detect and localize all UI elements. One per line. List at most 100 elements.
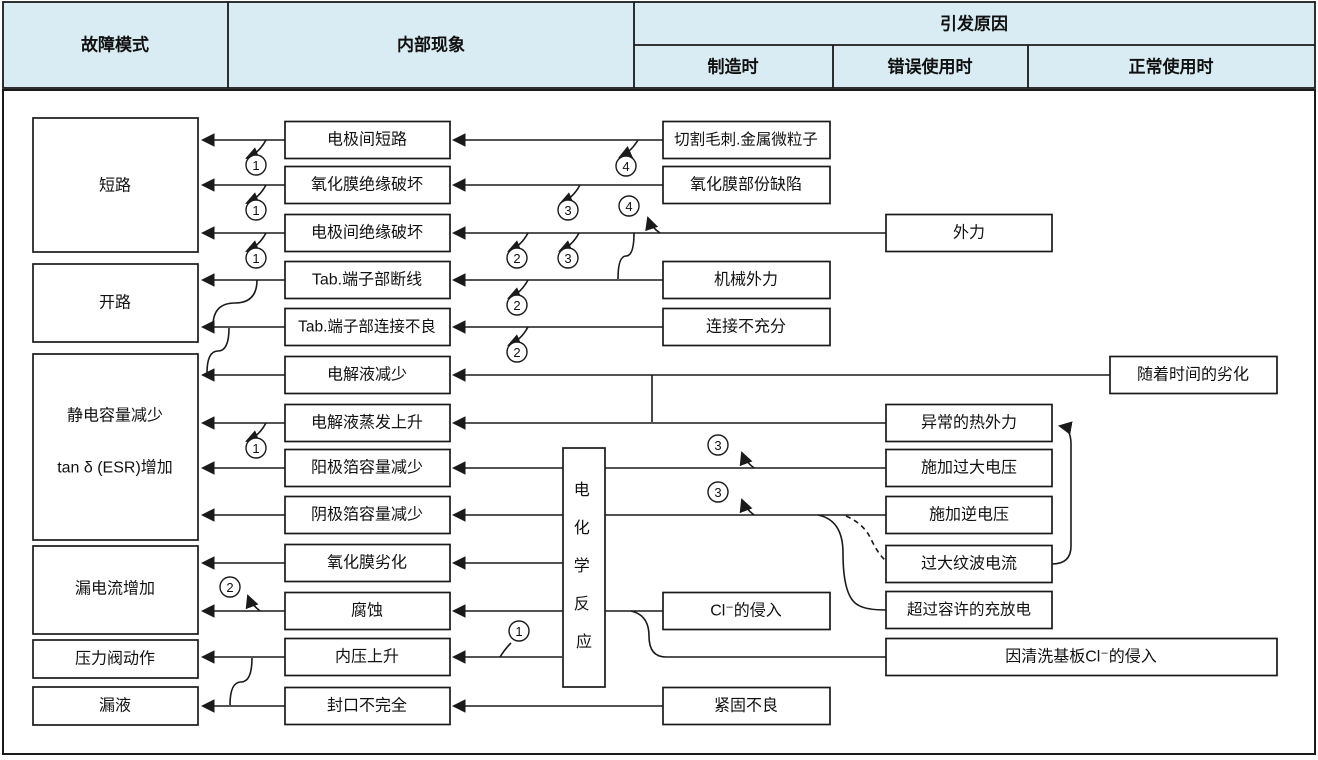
connector-number: 3 bbox=[564, 251, 571, 266]
label-phenomenon: 阴极箔容量减少 bbox=[311, 506, 423, 524]
connector-number: 3 bbox=[564, 203, 571, 218]
connector-circle bbox=[245, 154, 267, 176]
connector-number: 4 bbox=[625, 199, 632, 214]
box-cause bbox=[885, 495, 1053, 535]
connector-number: 4 bbox=[622, 159, 629, 174]
box-cause bbox=[662, 307, 831, 347]
connector-number: 1 bbox=[252, 158, 259, 173]
label-open-circuit: 开路 bbox=[99, 294, 131, 312]
label-cause: 连接不充分 bbox=[706, 318, 786, 336]
label-cause: 外力 bbox=[953, 224, 985, 242]
header-at-misuse: 错误使用时 bbox=[888, 57, 973, 77]
hook-arrow bbox=[618, 139, 639, 159]
box-phenomenon bbox=[284, 637, 451, 677]
misuse-causes: 外力 异常的热外力 施加过大电压 施加逆电压 过大纹波电流 超过容许的充放电 因… bbox=[885, 213, 1278, 677]
connector-circle bbox=[245, 437, 267, 459]
box-short-circuit bbox=[32, 117, 199, 253]
hook-arrow bbox=[739, 451, 755, 469]
label-phenomenon: 氧化膜绝缘破坏 bbox=[311, 176, 423, 194]
header-at-manufacturing: 制造时 bbox=[708, 57, 759, 77]
connector-circle bbox=[557, 199, 579, 221]
header-trigger-cause: 引发原因 bbox=[940, 14, 1008, 34]
label-cause: 切割毛刺.金属微粒子 bbox=[674, 131, 818, 149]
connector-circle bbox=[219, 576, 241, 598]
s-connector bbox=[617, 232, 635, 280]
connector-number: 3 bbox=[714, 438, 721, 453]
connector-number: 1 bbox=[252, 441, 259, 456]
box-phenomenon bbox=[284, 403, 451, 443]
electrochemical-reaction-hub: 电 化 学 反 应 bbox=[562, 447, 606, 688]
box-phenomenon bbox=[284, 448, 451, 488]
box-cause bbox=[885, 448, 1053, 488]
phenomena-column: 电极间短路 氧化膜绝缘破坏 电极间绝缘破坏 Tab.端子部断线 Tab.端子部连… bbox=[284, 120, 451, 726]
label-leakage-current-increase: 漏电流增加 bbox=[75, 580, 155, 598]
label-short-circuit: 短路 bbox=[99, 177, 131, 195]
box-cause bbox=[662, 591, 831, 631]
manufacturing-causes: 切割毛刺.金属微粒子 氧化膜部份缺陷 机械外力 连接不充分 Cl⁻的侵入 紧固不… bbox=[662, 120, 831, 726]
connector-number: 2 bbox=[513, 298, 520, 313]
connector-circle bbox=[557, 247, 579, 269]
box-cause bbox=[885, 403, 1053, 443]
label-cause: 氧化膜部份缺陷 bbox=[690, 176, 802, 194]
box-phenomenon bbox=[284, 165, 451, 205]
label-phenomenon: Tab.端子部连接不良 bbox=[298, 318, 436, 336]
label-cause: 施加过大电压 bbox=[921, 459, 1017, 477]
label-phenomenon: 阳极箔容量减少 bbox=[311, 459, 423, 477]
connector-circle bbox=[506, 247, 528, 269]
label-pressure-valve-operation: 压力阀动作 bbox=[75, 650, 155, 668]
connector-circle bbox=[506, 341, 528, 363]
hook-arrow bbox=[245, 594, 261, 612]
s-connector bbox=[630, 610, 886, 658]
box-phenomenon bbox=[284, 495, 451, 535]
label-cause: 超过容许的充放电 bbox=[907, 601, 1031, 619]
header-internal-phenomenon: 内部现象 bbox=[397, 35, 465, 55]
box-capacitance-decrease bbox=[32, 353, 199, 541]
box-leakage-current-increase bbox=[32, 545, 199, 635]
header-failure-mode: 故障模式 bbox=[81, 35, 149, 55]
label-phenomenon: 电解液减少 bbox=[327, 366, 407, 384]
label-cause: 过大纹波电流 bbox=[921, 555, 1017, 573]
normal-use-causes: 随着时间的劣化 bbox=[1109, 355, 1278, 395]
box-cause bbox=[662, 120, 831, 160]
box-phenomenon bbox=[284, 686, 451, 726]
connector-circle bbox=[615, 155, 637, 177]
box-cause bbox=[885, 213, 1053, 253]
label-cause: 紧固不良 bbox=[714, 697, 778, 715]
hook-arrow bbox=[739, 498, 755, 516]
connector-circle bbox=[245, 199, 267, 221]
hook-arrow bbox=[645, 216, 661, 234]
hook-curve bbox=[499, 642, 512, 658]
connector-number: 2 bbox=[513, 251, 520, 266]
circled-connectors: 1 1 1 1 1 2 2 2 2 3 3 3 3 4 4 bbox=[219, 154, 729, 642]
connector-number: 1 bbox=[252, 251, 259, 266]
box-phenomenon bbox=[284, 213, 451, 253]
connector-circle bbox=[618, 195, 640, 217]
label-capacitance-decrease: 静电容量减少 bbox=[67, 407, 163, 425]
label-phenomenon: 电解液蒸发上升 bbox=[311, 414, 423, 432]
box-electrochemical-reaction bbox=[562, 447, 606, 688]
box-liquid-leakage bbox=[32, 686, 199, 726]
box-open-circuit bbox=[32, 263, 199, 343]
label-cause: 施加逆电压 bbox=[929, 506, 1009, 524]
failure-mode-column: 短路 开路 静电容量减少 tan δ (ESR)增加 漏电流增加 压力阀动作 漏… bbox=[32, 117, 199, 726]
box-cause bbox=[662, 260, 831, 300]
label-phenomenon: 电极间绝缘破坏 bbox=[311, 224, 423, 242]
box-phenomenon bbox=[284, 260, 451, 300]
box-phenomenon bbox=[284, 307, 451, 347]
label-cause: 因清洗基板Cl⁻的侵入 bbox=[1005, 648, 1157, 666]
connector-number: 2 bbox=[226, 580, 233, 595]
label-phenomenon: 电极间短路 bbox=[327, 131, 407, 149]
connector-circle bbox=[508, 620, 530, 642]
box-cause bbox=[885, 637, 1278, 677]
connector-circle bbox=[506, 294, 528, 316]
dashed-connector bbox=[845, 515, 887, 562]
box-cause bbox=[885, 590, 1053, 630]
label-phenomenon: Tab.端子部断线 bbox=[312, 271, 422, 289]
box-phenomenon bbox=[284, 543, 451, 583]
label-cause: 异常的热外力 bbox=[921, 414, 1017, 432]
connector-number: 1 bbox=[515, 624, 522, 639]
label-phenomenon: 内压上升 bbox=[335, 648, 399, 666]
label-esr-increase: tan δ (ESR)增加 bbox=[57, 459, 173, 477]
